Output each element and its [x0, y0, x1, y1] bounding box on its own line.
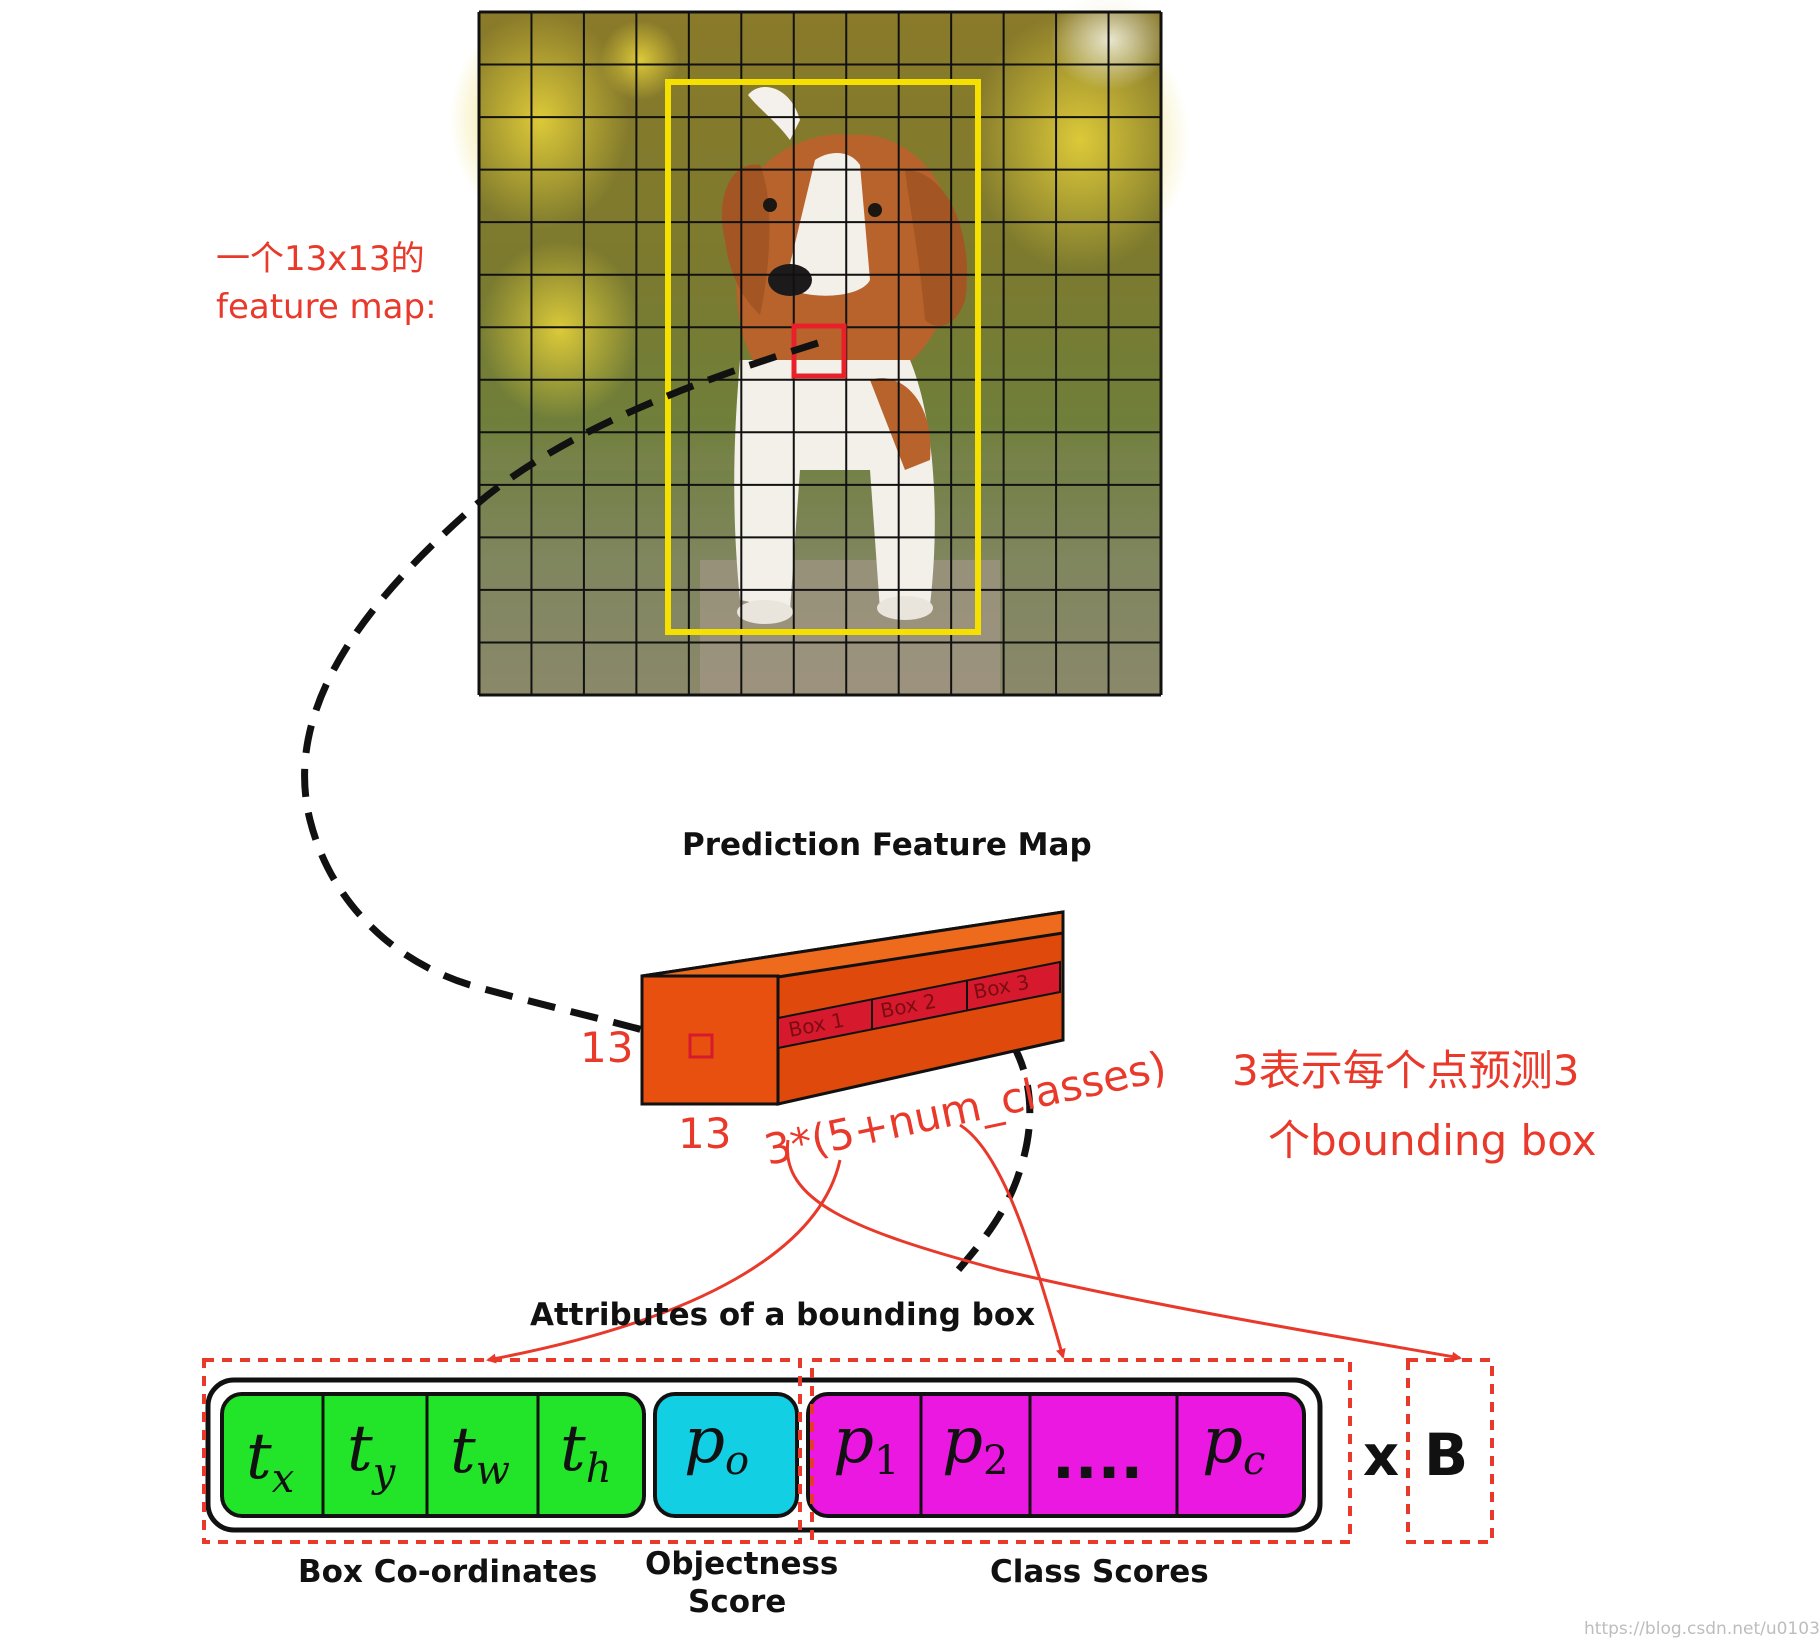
tensor-width-label: 13 [678, 1109, 731, 1158]
cell-dots: .... [1052, 1423, 1143, 1493]
multiplier-x: x [1363, 1424, 1399, 1489]
feature-map-note-line1: 一个13x13的 [216, 239, 425, 279]
tensor-front-face [640, 974, 780, 1106]
class-scores-label: Class Scores [990, 1554, 1209, 1590]
prediction-tensor: Box 1 Box 2 Box 3 [640, 910, 1065, 1106]
class-scores-group [806, 1392, 1306, 1518]
feature-map-photo [450, 0, 1190, 695]
anchor-note-line1: 3表示每个点预测3 [1232, 1046, 1579, 1095]
anchor-note-line2: 个bounding box [1268, 1116, 1596, 1165]
cell-p2: p2 [942, 1404, 1008, 1484]
cell-po: po [684, 1404, 749, 1484]
tensor-cell-marker [688, 1033, 714, 1059]
arrow-to-multiplier-b [785, 1139, 1462, 1362]
dashed-connector-cell-to-tensor [301, 339, 820, 1047]
feature-map-note-line2: feature map: [216, 287, 437, 327]
cell-tx: tx [246, 1420, 294, 1502]
cell-tw: tw [450, 1414, 510, 1494]
arrow-to-class-scores [959, 1123, 1066, 1359]
attributes-title: Attributes of a bounding box [530, 1297, 1035, 1333]
cell-p1: p1 [833, 1404, 899, 1484]
box-coordinates-label: Box Co-ordinates [298, 1554, 597, 1590]
feature-map-grid [477, 10, 1163, 697]
objectness-label-line1: Objectness [645, 1546, 838, 1582]
tensor-height-label: 13 [580, 1023, 633, 1072]
multiplier-b: B [1424, 1421, 1468, 1489]
multiplier-b-dashed-group [1406, 1358, 1494, 1544]
attribute-vector: tx ty tw th po p1 p2 pc .... [205, 1377, 1323, 1533]
cell-th: th [560, 1412, 611, 1492]
cell-pc: pc [1202, 1404, 1265, 1484]
objectness-cell [653, 1392, 799, 1518]
yellow-bounding-box [665, 79, 981, 635]
coords-objectness-dashed-group [202, 1358, 802, 1544]
watermark: https://blog.csdn.net/u010397980 [1584, 1619, 1820, 1639]
cell-ty: ty [347, 1412, 397, 1496]
arrow-to-coordinates [486, 1159, 842, 1364]
objectness-label-line2: Score [688, 1584, 786, 1620]
prediction-feature-map-title: Prediction Feature Map [682, 827, 1092, 863]
